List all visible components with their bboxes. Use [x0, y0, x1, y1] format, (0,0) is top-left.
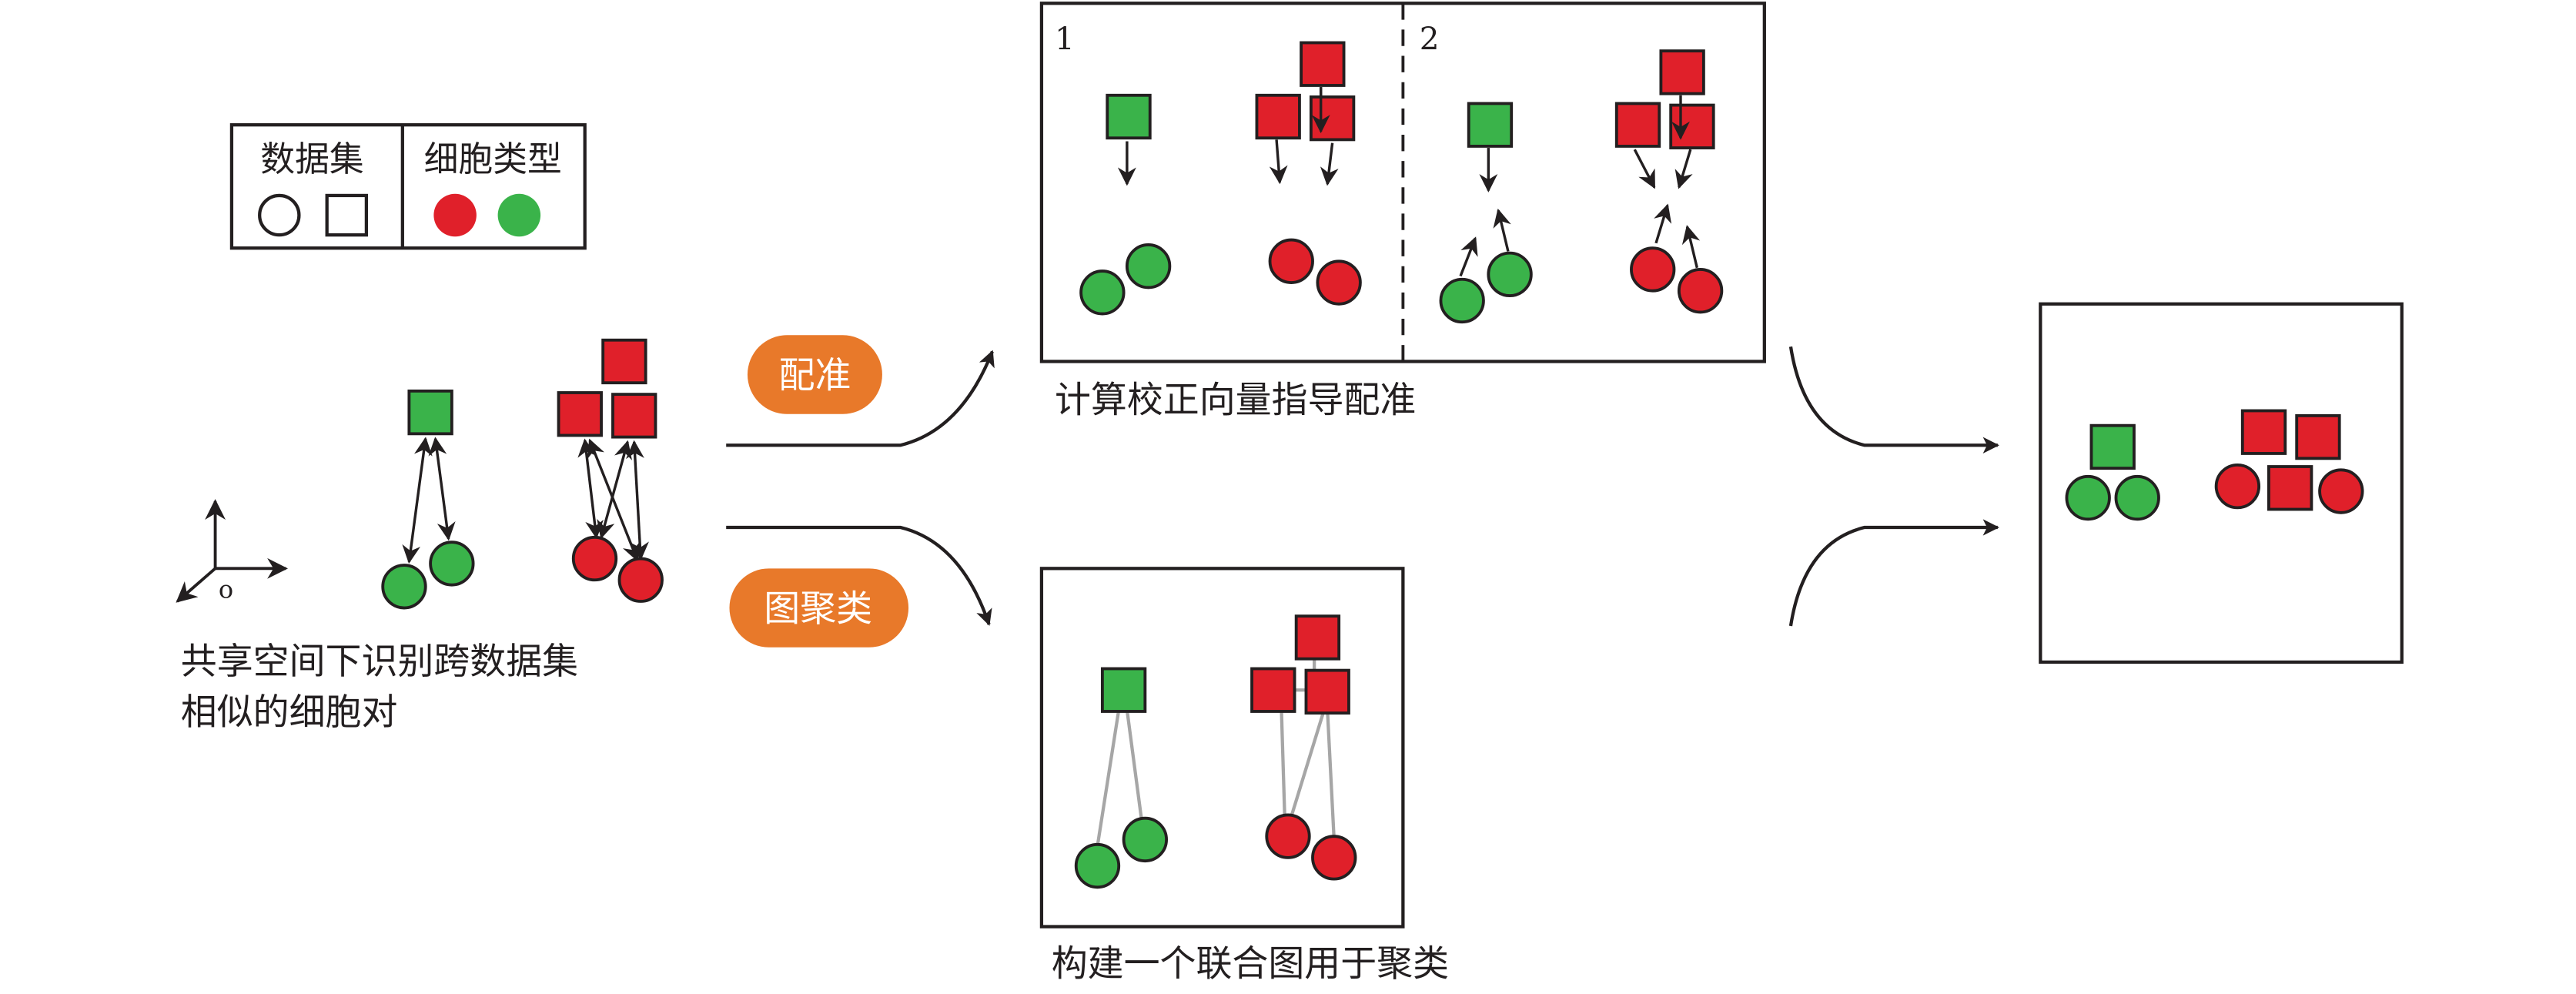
result-red-circle — [2214, 463, 2261, 510]
cluster-pill-label: 图聚类 — [764, 588, 872, 631]
legend-red-celltype-icon — [433, 193, 477, 237]
bottom-panel-border — [1039, 567, 1405, 929]
legend-dataset-label: 数据集 — [260, 139, 363, 179]
bottom-green-square — [1100, 667, 1147, 713]
result-red-square — [2267, 465, 2313, 511]
top-red-square — [1659, 49, 1705, 95]
result-green-circle — [2114, 474, 2160, 521]
result-red-square — [2240, 409, 2287, 455]
result-green-circle — [2065, 474, 2111, 521]
top-panel-caption: 计算校正向量指导配准 — [1055, 380, 1416, 422]
align-pill-bg — [747, 335, 882, 414]
left-green-circle — [381, 564, 427, 610]
top-red-square — [1669, 103, 1715, 149]
bottom-red-square — [1304, 668, 1350, 715]
top-green-square — [1106, 93, 1152, 140]
left-red-circle — [571, 535, 618, 582]
bottom-red-circle — [1265, 813, 1311, 859]
cluster-branch-arrow — [726, 525, 992, 626]
axis-z-arrow — [176, 567, 216, 603]
legend: 数据集 细胞类型 — [229, 123, 587, 250]
left-red-square — [557, 391, 603, 437]
cluster-pill-bg — [729, 568, 909, 648]
top-red-circle — [1316, 259, 1362, 306]
bottom-red-square — [1250, 667, 1296, 713]
top-red-circle — [1630, 246, 1676, 293]
axis-glyph — [176, 499, 289, 603]
left-red-square — [601, 338, 647, 385]
top-green-circle — [1125, 243, 1172, 289]
top-red-circle — [1268, 238, 1314, 284]
top-red-square — [1309, 95, 1356, 142]
top-red-circle — [1677, 268, 1724, 314]
legend-dataset-square-icon — [325, 193, 369, 237]
graph-edges — [1096, 657, 1336, 847]
legend-border — [229, 123, 587, 250]
left-red-square — [611, 393, 657, 439]
step-2-label: 2 — [1420, 20, 1440, 57]
align-pill: 配准 — [747, 335, 882, 414]
bottom-red-circle — [1311, 835, 1357, 881]
result-red-square — [2295, 413, 2341, 460]
merge-top-arrow — [1788, 346, 1999, 453]
cluster-pill: 图聚类 — [729, 568, 909, 648]
top-green-circle — [1079, 269, 1126, 316]
top-red-square — [1300, 41, 1346, 87]
top-red-square — [1614, 102, 1661, 148]
axis-origin-label: o — [219, 575, 233, 604]
result-panel — [2039, 302, 2404, 664]
top-green-circle — [1439, 277, 1485, 324]
left-caption-line2: 相似的细胞对 — [181, 691, 398, 734]
merge-bottom-arrow — [1788, 519, 1999, 627]
bottom-green-circle — [1122, 816, 1169, 863]
top-green-circle — [1487, 251, 1533, 298]
top-green-square — [1467, 102, 1514, 148]
legend-celltype-label: 细胞类型 — [424, 139, 562, 179]
bottom-panel-caption: 构建一个联合图用于聚类 — [1052, 943, 1449, 986]
left-green-circle — [429, 541, 475, 587]
left-cell-pairs — [381, 338, 664, 610]
top-red-square — [1255, 93, 1301, 140]
legend-green-celltype-icon — [497, 193, 541, 237]
bottom-panel — [1039, 567, 1405, 929]
left-green-square — [407, 389, 453, 436]
left-red-circle — [617, 557, 664, 603]
result-green-square — [2089, 423, 2136, 470]
branch-arrows — [726, 350, 995, 626]
result-red-circle — [2318, 468, 2364, 514]
top-panel: 1 2 — [1039, 2, 1766, 363]
legend-dataset-circle-icon — [258, 193, 301, 237]
align-pill-label: 配准 — [779, 355, 851, 397]
align-branch-arrow — [726, 350, 995, 447]
merge-arrows — [1788, 346, 1999, 627]
bottom-green-circle — [1074, 842, 1121, 889]
result-panel-border — [2039, 302, 2404, 664]
top-panel-border — [1039, 2, 1766, 363]
left-caption-line1: 共享空间下识别跨数据集 — [181, 641, 578, 683]
bottom-red-square — [1294, 614, 1341, 661]
step-1-label: 1 — [1055, 20, 1075, 57]
